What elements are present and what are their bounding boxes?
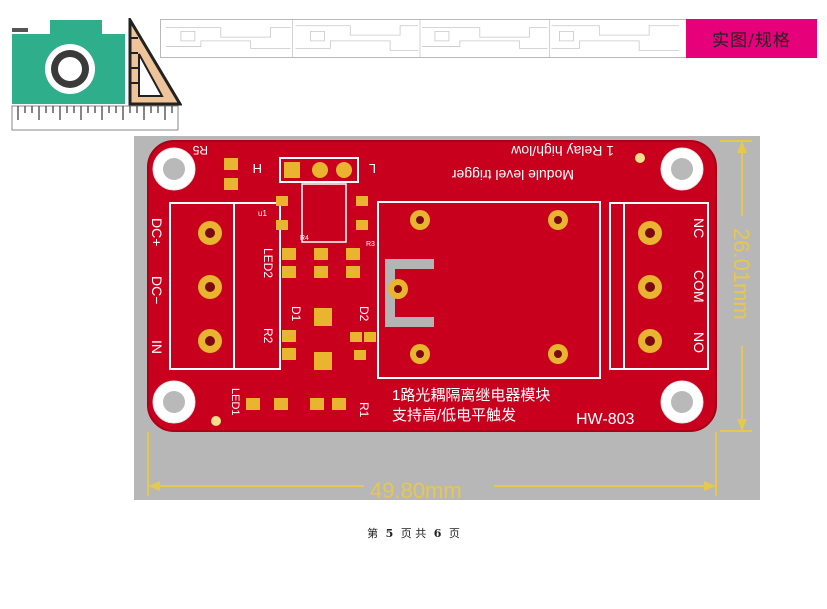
logo xyxy=(10,14,183,134)
label-r2: R2 xyxy=(261,328,275,344)
header-circuit-strip xyxy=(160,19,687,58)
label-r4: R4 xyxy=(300,235,309,242)
label-in: IN xyxy=(149,340,165,354)
model-number: HW-803 xyxy=(576,411,634,428)
label-l: L xyxy=(369,161,376,176)
height-dimension: 26.01mm xyxy=(729,228,754,320)
footer-mid: 页 共 xyxy=(400,527,427,540)
label-r3: R3 xyxy=(366,241,375,248)
label-nc: NC xyxy=(691,218,707,238)
label-u1: u1 xyxy=(258,209,267,218)
label-dc-minus: DC− xyxy=(149,276,165,304)
label-dc-plus: DC+ xyxy=(149,218,165,246)
label-no: NO xyxy=(691,332,707,353)
trigger-text-line2: Module level trigger xyxy=(451,167,574,183)
page-footer: 第 5 页 共 6 页 xyxy=(0,525,827,541)
footer-pre: 第 xyxy=(367,527,379,540)
module-title-cn: 1路光耦隔离继电器模块 xyxy=(392,387,550,404)
footer-post: 页 xyxy=(448,527,460,540)
section-tag: 实图/规格 xyxy=(686,19,817,58)
label-com: COM xyxy=(691,270,707,303)
label-d2: D2 xyxy=(357,306,371,322)
label-h: H xyxy=(253,161,262,176)
width-dimension: 49.80mm xyxy=(370,478,462,500)
current-page-number: 5 xyxy=(385,527,394,540)
trigger-text-line1: 1 Relay high/low xyxy=(510,143,614,159)
module-subtitle-cn: 支持高/低电平触发 xyxy=(392,407,516,424)
label-r5: R5 xyxy=(192,143,208,157)
camera-icon xyxy=(12,20,125,104)
label-led2: LED2 xyxy=(261,248,275,278)
label-r1: R1 xyxy=(357,402,371,418)
set-square-icon xyxy=(128,14,183,106)
ruler-icon xyxy=(11,105,179,131)
pcb-image: R5 H L 1 Relay high/low Module level tri… xyxy=(134,136,760,503)
total-pages-number: 6 xyxy=(433,527,442,540)
label-led1: LED1 xyxy=(229,388,241,416)
label-d1: D1 xyxy=(289,306,303,322)
